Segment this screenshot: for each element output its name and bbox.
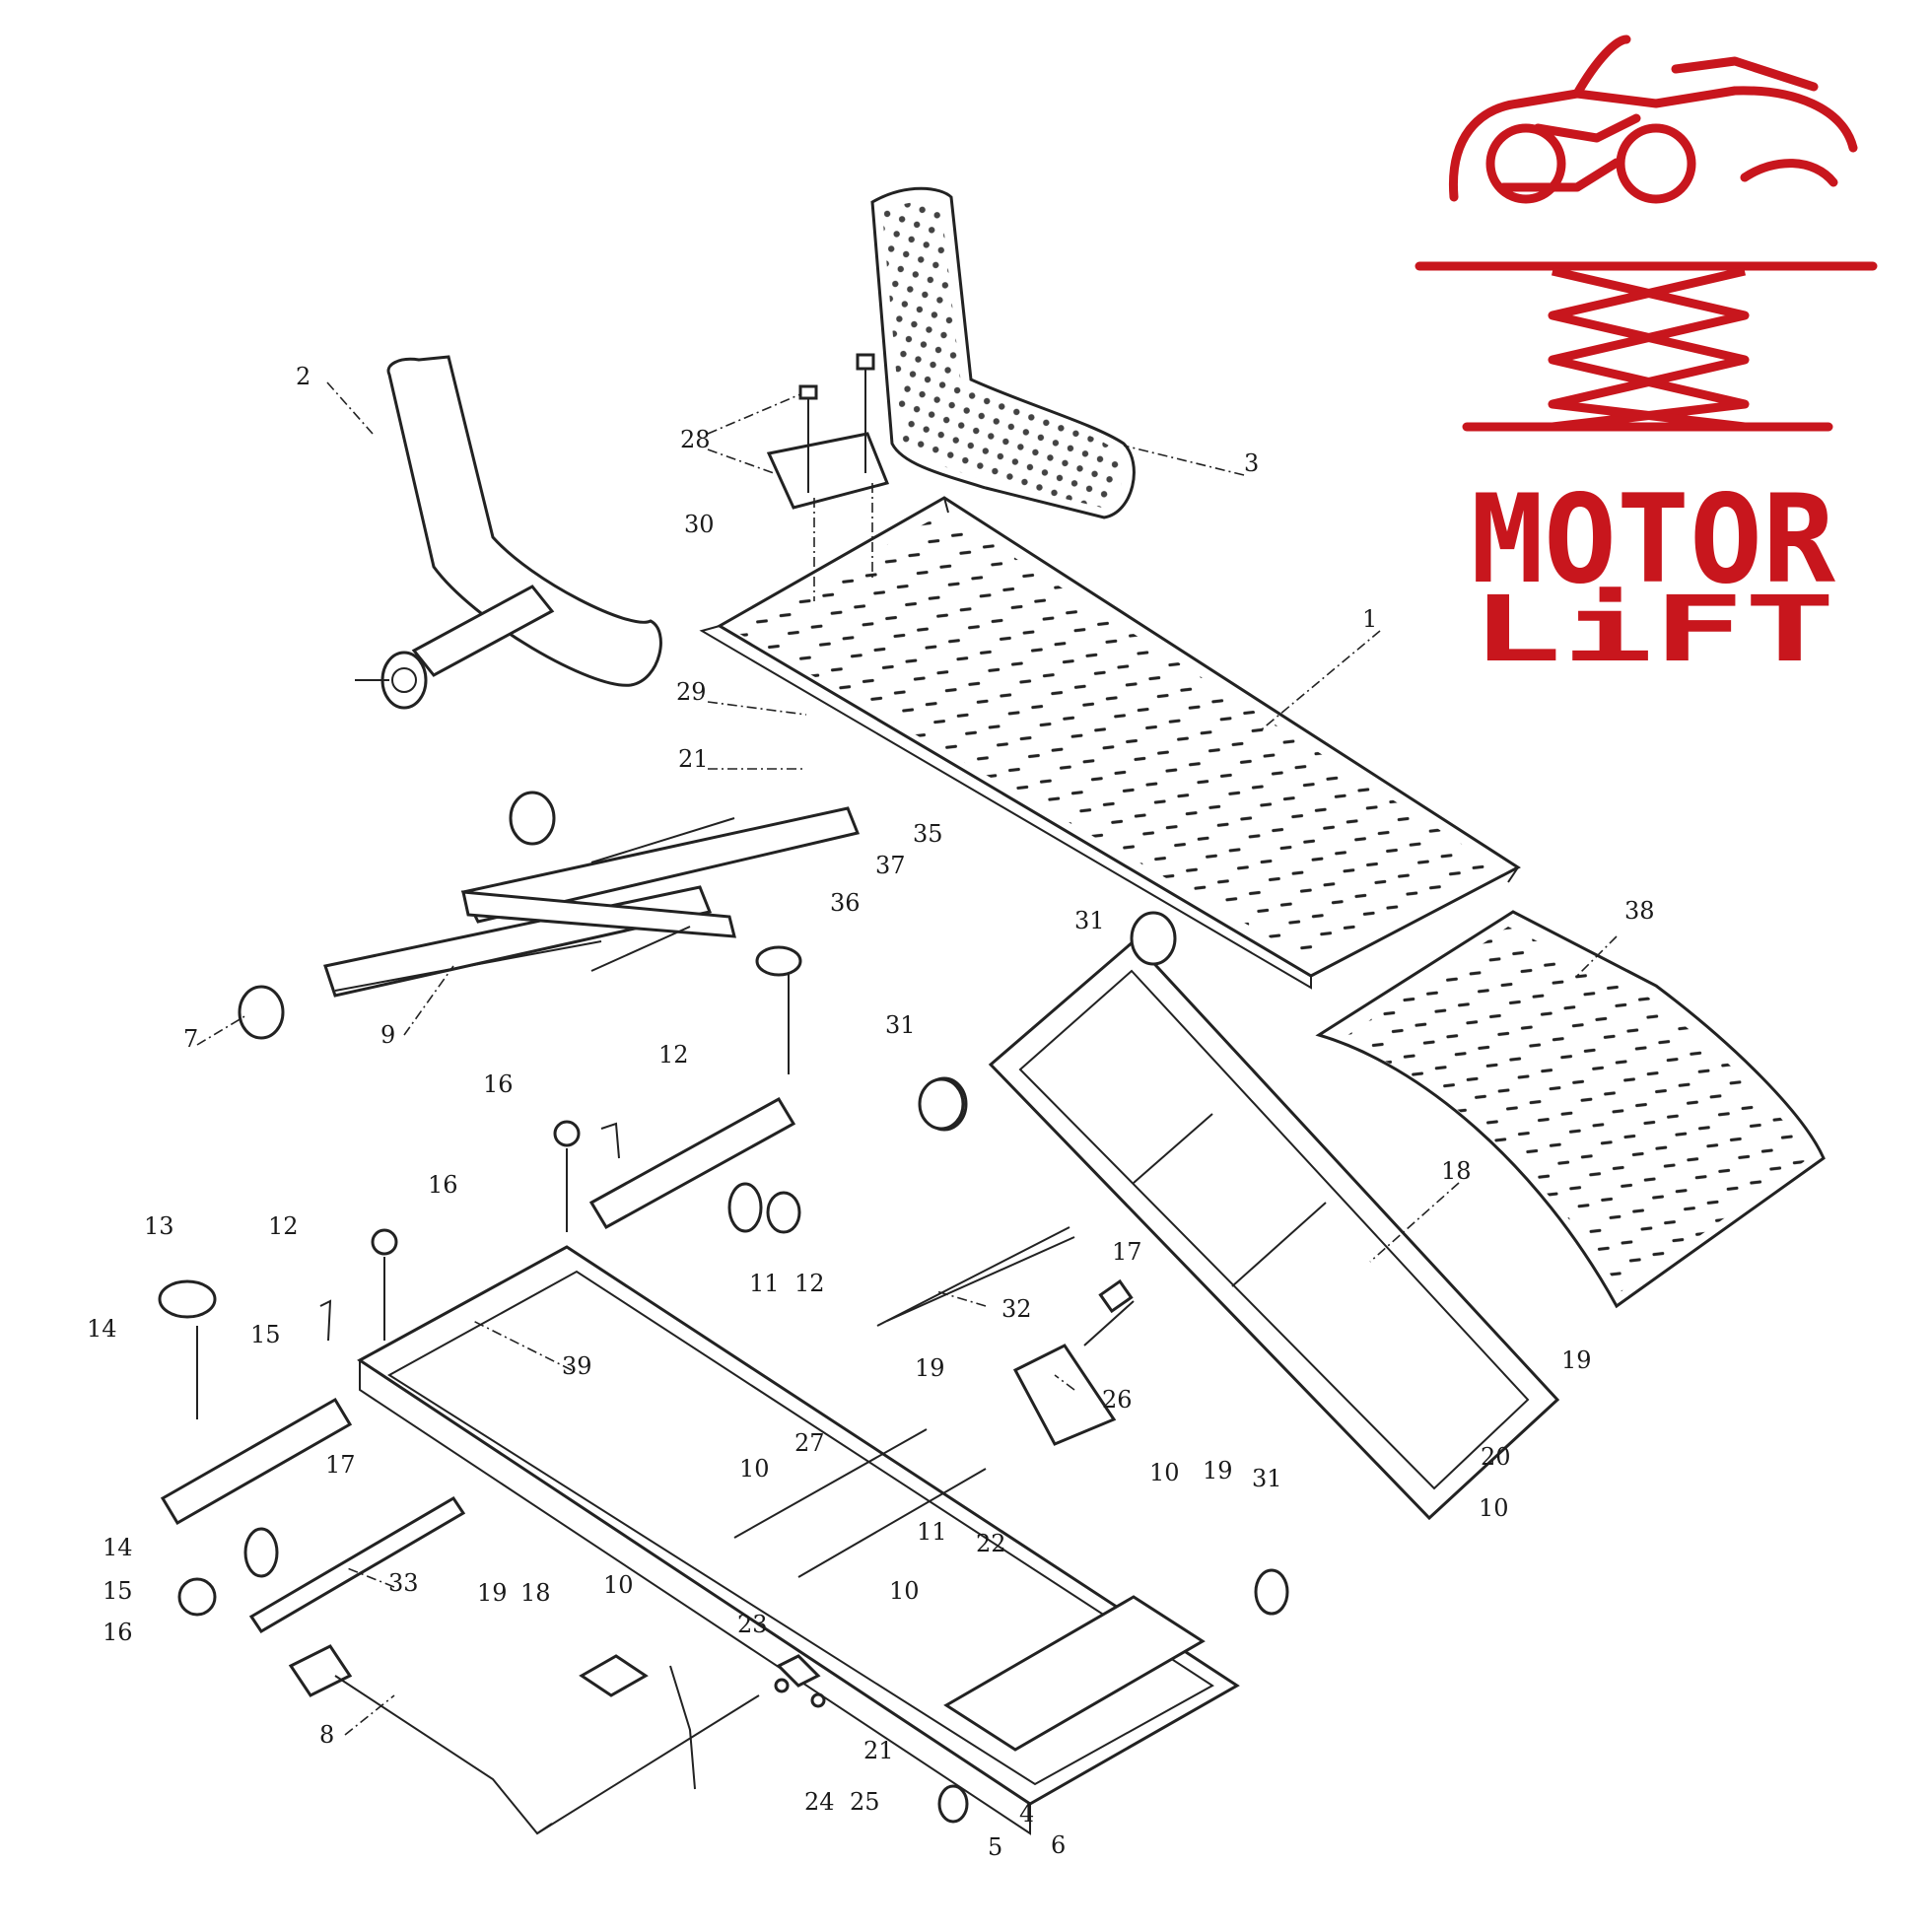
label-4: 4: [1019, 1800, 1034, 1828]
label-35: 35: [913, 820, 943, 848]
logo-line1: MOTOR: [1471, 469, 1835, 611]
label-14b: 14: [103, 1534, 133, 1561]
label-13: 13: [144, 1212, 174, 1240]
label-6: 6: [1051, 1831, 1066, 1859]
label-17a: 17: [325, 1451, 356, 1479]
label-19d: 19: [477, 1579, 508, 1607]
part-bracket: [766, 353, 890, 601]
part-ramp: [1315, 910, 1826, 1309]
leader-lines: [196, 381, 1618, 1736]
label-10b: 10: [1149, 1459, 1180, 1486]
label-38: 38: [1624, 897, 1655, 925]
label-8: 8: [319, 1721, 334, 1749]
label-31c: 31: [1252, 1465, 1282, 1492]
label-37: 37: [875, 852, 906, 879]
label-21b: 21: [863, 1737, 894, 1764]
label-16c: 16: [103, 1619, 133, 1646]
label-2: 2: [296, 363, 310, 390]
label-16b: 16: [428, 1171, 458, 1199]
label-39: 39: [562, 1352, 592, 1380]
label-11a: 11: [749, 1270, 780, 1297]
label-30: 30: [684, 511, 715, 538]
part-front-wheel-chock: [355, 355, 662, 710]
label-15b: 15: [103, 1577, 133, 1605]
label-48: 18: [520, 1579, 551, 1607]
label-18: 18: [1441, 1157, 1472, 1185]
label-31b: 31: [885, 1011, 916, 1039]
motorcycle-icon: [1448, 34, 1858, 204]
label-28: 28: [680, 426, 711, 453]
label-27: 27: [794, 1429, 825, 1457]
label-12c: 12: [268, 1212, 299, 1240]
label-5: 5: [988, 1833, 1002, 1861]
label-32: 32: [1001, 1295, 1032, 1323]
label-23: 23: [737, 1611, 768, 1638]
label-17b: 17: [1112, 1238, 1142, 1266]
part-main-platform: [699, 496, 1521, 990]
part-pedal-lever: [288, 1644, 760, 1835]
label-31a: 31: [1074, 907, 1105, 934]
label-21a: 21: [678, 745, 709, 773]
label-1: 1: [1362, 605, 1377, 633]
label-20: 20: [1481, 1443, 1511, 1471]
label-19b: 19: [1561, 1346, 1592, 1374]
label-22: 22: [976, 1530, 1006, 1557]
label-11b: 11: [917, 1518, 947, 1546]
label-15a: 15: [250, 1321, 281, 1348]
label-36: 36: [830, 889, 861, 917]
label-12a: 12: [658, 1041, 689, 1069]
motorlift-logo: MOTOR LiFT: [1414, 34, 1878, 682]
label-19a: 19: [915, 1354, 945, 1382]
part-rods: [248, 1226, 1075, 1634]
label-16a: 16: [483, 1070, 514, 1098]
label-7: 7: [183, 1025, 198, 1053]
logo-line2: LiFT: [1471, 577, 1835, 682]
label-25: 25: [850, 1788, 880, 1816]
part-small-components: [158, 945, 1289, 1824]
label-10a: 10: [739, 1455, 770, 1483]
label-10d: 10: [1479, 1494, 1509, 1522]
label-33: 33: [388, 1569, 419, 1597]
label-29: 29: [676, 678, 707, 706]
label-14a: 14: [87, 1315, 117, 1343]
part-hydraulic-cylinder: [1012, 1278, 1135, 1446]
part-scissor-arms: [238, 791, 861, 1040]
part-base-frame: [357, 1245, 1240, 1835]
label-3: 3: [1244, 449, 1259, 477]
label-10c: 10: [889, 1577, 920, 1605]
scissor-icon: [1548, 266, 1750, 432]
label-9: 9: [380, 1021, 395, 1049]
label-24: 24: [804, 1788, 835, 1816]
part-perforated-wheel-chock: [870, 186, 1136, 519]
label-19c: 19: [1203, 1457, 1233, 1484]
label-12b: 12: [794, 1270, 825, 1297]
callout-labels: 1 2 3 4 5 6 7 8 9 10 10 10 10 10 11 11 1…: [87, 363, 1655, 1861]
label-10e: 10: [603, 1571, 634, 1599]
label-26: 26: [1102, 1386, 1133, 1414]
